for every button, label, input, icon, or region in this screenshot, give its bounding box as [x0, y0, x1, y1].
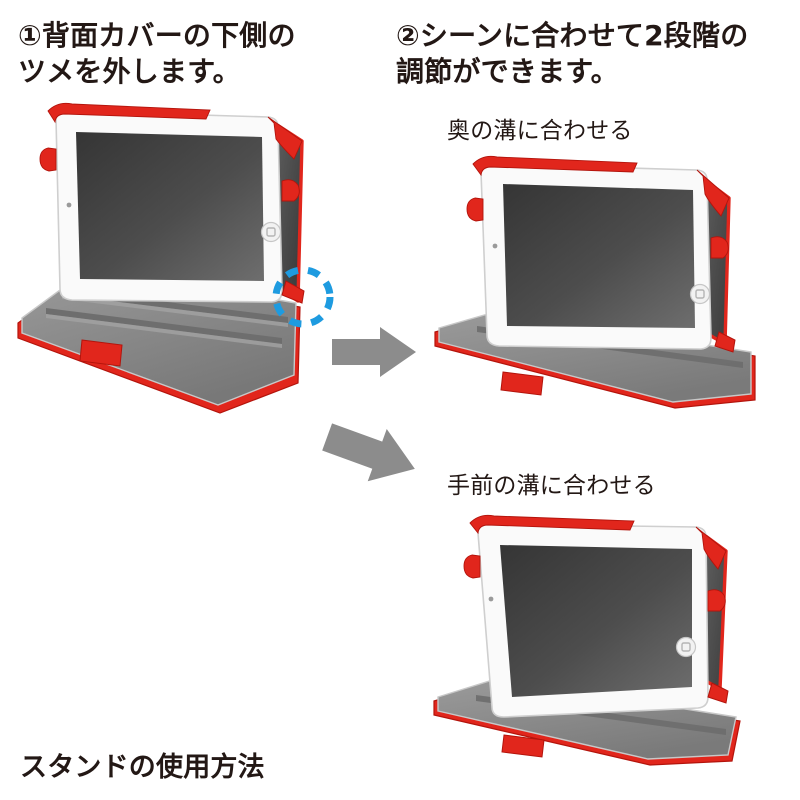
tablet-illustration-bottom-right [433, 514, 741, 766]
screen [500, 545, 692, 697]
home-button-icon [689, 283, 711, 305]
engaged-tab [707, 682, 729, 704]
front-camera-icon [492, 243, 498, 249]
caption-rear-groove: 奥の溝に合わせる [447, 118, 633, 144]
tablet-illustration-top-right [434, 155, 756, 409]
home-button-icon [260, 221, 282, 243]
corner-clip-left-side [463, 554, 481, 579]
figure-tablet-rear-groove [425, 150, 775, 410]
corner-clip-right-side [707, 589, 726, 612]
corner-clip-top-left [472, 155, 638, 177]
screen [503, 184, 695, 328]
corner-clip-top-left [469, 514, 635, 535]
tablet-illustration-left [17, 102, 334, 414]
step-1-heading: ①背面カバーの下側の ツメを外します。 [18, 19, 296, 88]
arrow-right-icon [332, 327, 416, 377]
screen [76, 132, 264, 281]
figure-tablet-front-groove [420, 505, 780, 766]
home-button-square-icon [266, 227, 276, 237]
corner-clip-top-right [695, 526, 727, 570]
front-tab [79, 339, 123, 367]
figure-tablet-release-tab [10, 95, 350, 435]
groove-front-highlight [46, 314, 282, 348]
arrow-lower [312, 406, 430, 506]
corner-clip-right-side [281, 179, 300, 202]
caption-front-groove: 手前の溝に合わせる [447, 473, 656, 499]
engaged-tab [714, 331, 736, 353]
home-button-square-icon [695, 289, 705, 299]
corner-clip-left-side [466, 197, 484, 222]
arrow-right-down-icon [322, 423, 415, 482]
footer-title: スタンドの使用方法 [20, 752, 265, 783]
home-button-icon [675, 636, 697, 658]
front-tab [500, 371, 544, 396]
arrow-upper [330, 325, 420, 385]
corner-clip-top-left [47, 102, 211, 124]
groove-front [46, 308, 282, 344]
home-button-square-icon [681, 642, 691, 652]
front-camera-icon [66, 202, 72, 208]
release-tab [281, 280, 305, 304]
front-tab [501, 734, 545, 758]
corner-clip-top-right [267, 116, 303, 160]
corner-clip-left-side [39, 147, 57, 172]
highlight-dashed-circle [272, 266, 334, 328]
groove-rear-highlight [62, 295, 288, 327]
front-camera-icon [488, 596, 494, 602]
step-2-heading: ②シーンに合わせて2段階の 調節ができます。 [396, 19, 749, 88]
corner-clip-top-right [696, 169, 730, 217]
corner-clip-right-side [710, 236, 729, 259]
